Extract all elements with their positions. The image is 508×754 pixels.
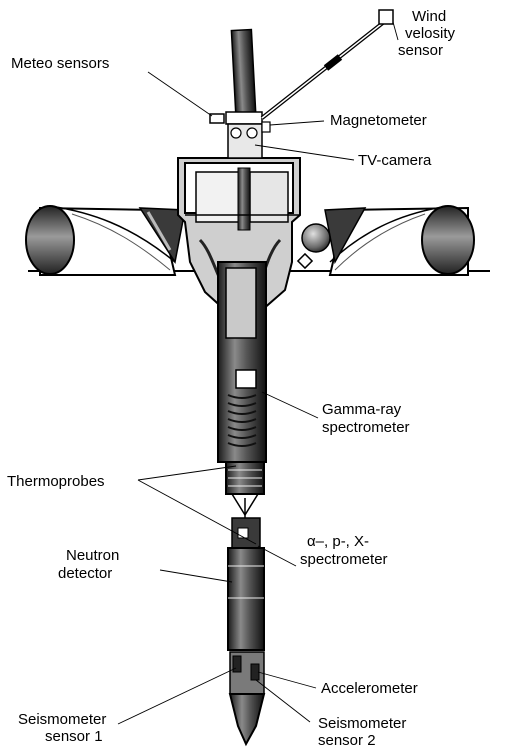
leader-lines	[117, 21, 399, 725]
label-neutron-line-2: detector	[58, 565, 113, 582]
lower-penetrator	[227, 517, 266, 747]
wind-sensor-arm	[260, 9, 394, 120]
central-housing	[177, 157, 314, 314]
label-seismometer-2-line-2: sensor 2	[318, 732, 376, 749]
label-magnetometer: Magnetometer	[330, 112, 427, 129]
label-gamma-line-1: Gamma-ray	[322, 401, 402, 418]
left-float	[25, 205, 186, 276]
label-alpha-line-2: spectrometer	[300, 551, 388, 568]
label-seismometer-1-line-1: Seismometer	[18, 711, 107, 728]
label-neutron-line-1: Neutron	[66, 547, 120, 564]
label-tv-camera: TV-camera	[358, 152, 432, 169]
label-thermoprobes: Thermoprobes	[7, 473, 105, 490]
label-wind-line-2: velosity	[405, 25, 456, 42]
label-gamma-line-2: spectrometer	[322, 419, 410, 436]
label-accelerometer: Accelerometer	[321, 680, 418, 697]
label-seismometer-1-line-2: sensor 1	[45, 728, 103, 745]
label-wind-line-3: sensor	[398, 42, 444, 59]
label-meteo-sensors: Meteo sensors	[11, 55, 110, 72]
label-seismometer-2-line-1: Seismometer	[318, 715, 407, 732]
mast	[209, 28, 271, 159]
label-alpha-line-1: α–, p-, X-	[307, 533, 370, 550]
upper-penetrator	[217, 261, 267, 518]
label-wind-line-1: Wind	[412, 8, 447, 25]
right-float	[301, 205, 475, 276]
